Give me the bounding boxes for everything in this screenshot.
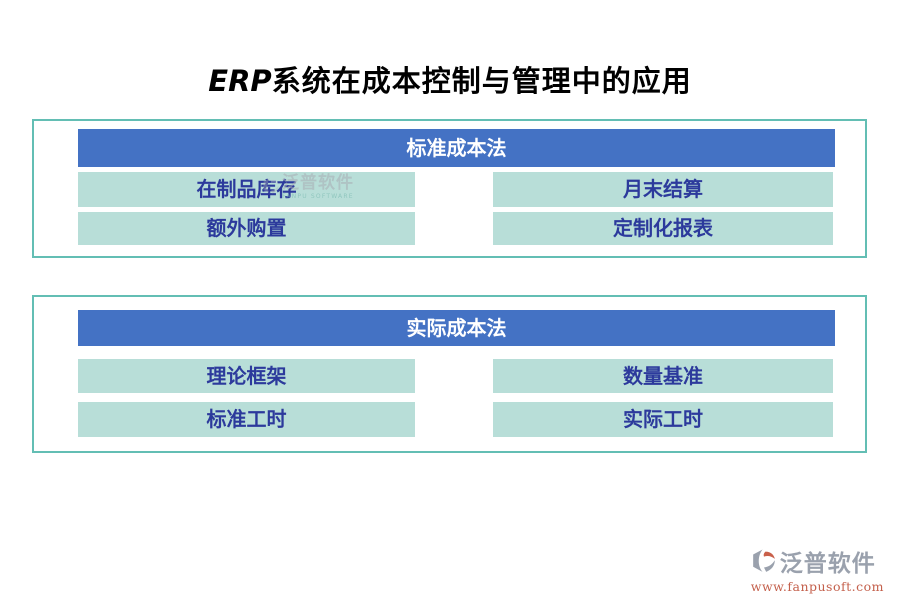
- cell-wip-inventory: 在制品库存: [78, 172, 415, 207]
- section-actual-cost: 实际成本法 理论框架 数量基准 标准工时 实际工时: [32, 295, 867, 453]
- section-standard-cost: 标准成本法 在制品库存 月末结算 额外购置 定制化报表 泛普软件 FANPU S…: [32, 119, 867, 258]
- fanpu-logo-name: 泛普软件: [779, 551, 876, 577]
- page-title: ERP系统在成本控制与管理中的应用: [0, 58, 900, 100]
- cell-quantity-basis: 数量基准: [493, 359, 833, 393]
- section-header: 实际成本法: [78, 310, 835, 346]
- fanpu-logo-icon: [752, 549, 775, 572]
- section-header: 标准成本法: [78, 129, 835, 167]
- cell-extra-purchase: 额外购置: [78, 212, 415, 245]
- cell-custom-reports: 定制化报表: [493, 212, 833, 245]
- fanpu-logo-url: www.fanpusoft.com: [750, 579, 884, 594]
- page-title-en: ERP: [208, 64, 272, 98]
- page-title-zh: 系统在成本控制与管理中的应用: [271, 64, 692, 98]
- cell-theory-framework: 理论框架: [78, 359, 415, 393]
- fanpu-logo: 泛普软件 www.fanpusoft.com: [751, 544, 884, 594]
- cell-actual-hours: 实际工时: [493, 402, 833, 437]
- cell-standard-hours: 标准工时: [78, 402, 415, 437]
- cell-month-end-closing: 月末结算: [493, 172, 833, 207]
